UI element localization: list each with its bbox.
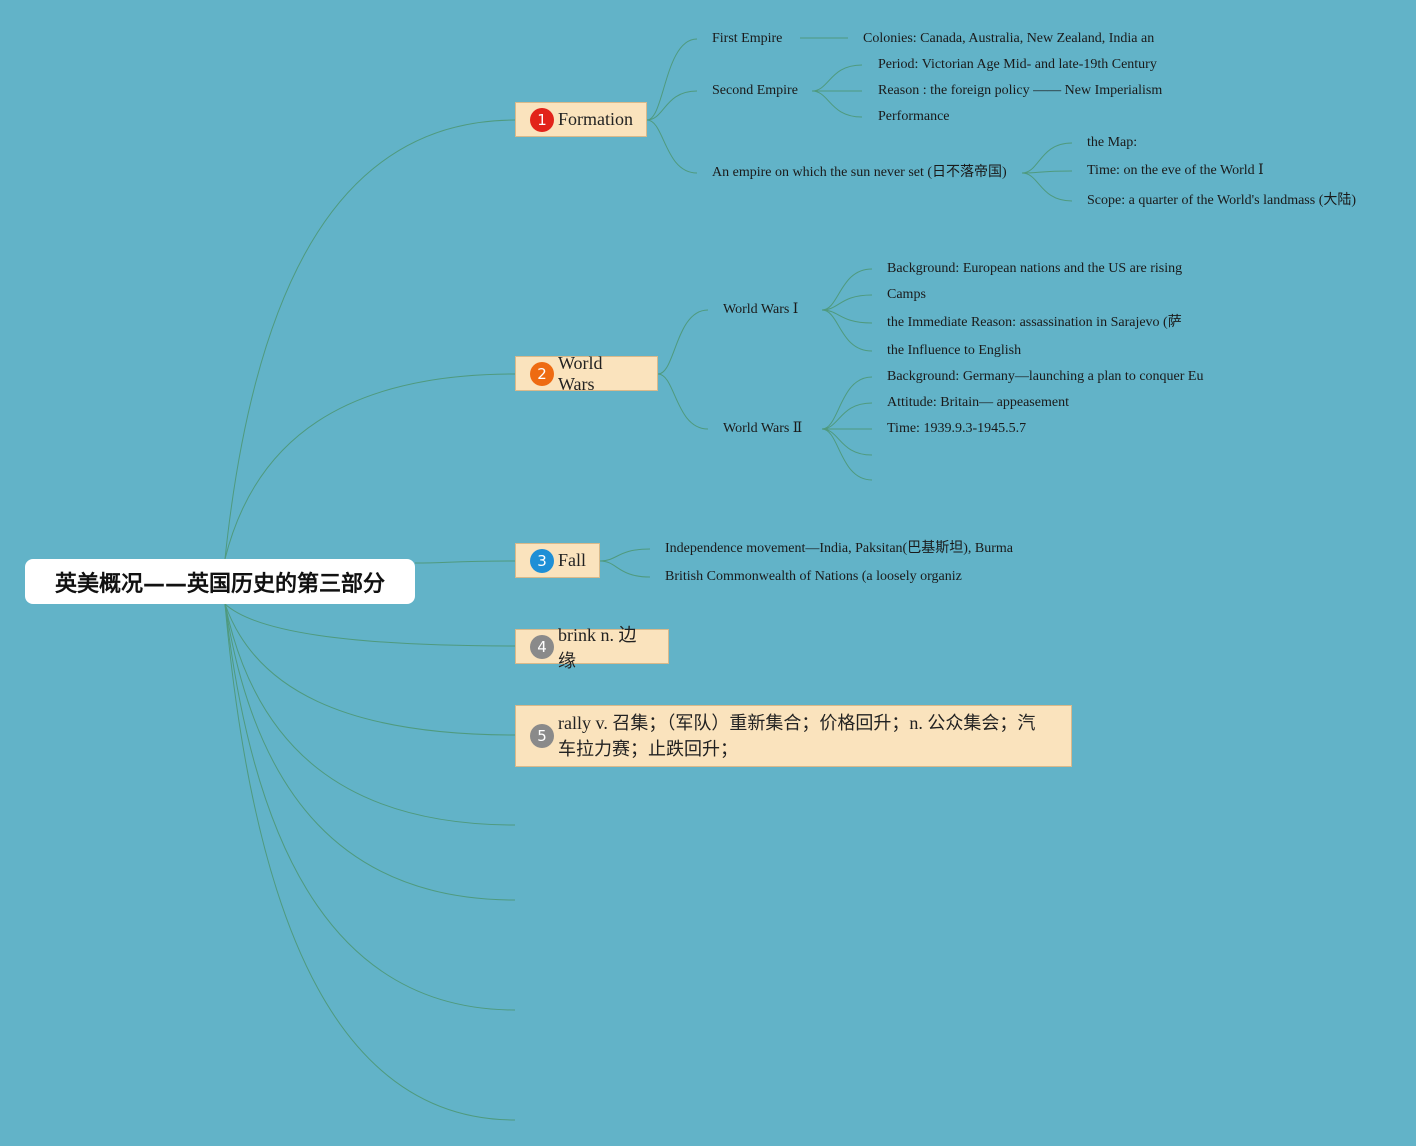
root-branch-line [224, 603, 516, 826]
ww2-branch-line [821, 402, 873, 430]
root-branch-line [224, 603, 516, 1121]
world-wars-branch-line [657, 309, 709, 375]
root-branch-line [224, 119, 516, 560]
number-badge-icon: 3 [530, 548, 554, 573]
second-empire-branch-line [811, 90, 863, 118]
formation-branch-line [646, 90, 698, 121]
node-reason[interactable]: Reason : the foreign policy —— New Imper… [878, 83, 1163, 98]
number-badge-icon: 5 [530, 724, 554, 748]
topic-label: rally v. 召集；（军队）重新集合；价格回升；n. 公众集会；汽车拉力赛；… [558, 713, 1036, 759]
fall-branch-line [599, 548, 651, 562]
node-ww1-background[interactable]: Background: European nations and the US … [887, 261, 1183, 276]
topic-rally[interactable]: 5 rally v. 召集；（军队）重新集合；价格回升；n. 公众集会；汽车拉力… [515, 705, 1072, 767]
root-branch-line [224, 603, 516, 647]
sun-never-set-branch-line [1021, 170, 1073, 174]
sun-never-set-branch-line [1021, 172, 1073, 202]
node-ww2[interactable]: World Wars Ⅱ [723, 421, 803, 436]
node-commonwealth[interactable]: British Commonwealth of Nations (a loose… [665, 569, 962, 584]
root-branch-line [224, 603, 516, 1011]
number-badge-icon: 4 [530, 634, 554, 659]
ww1-branch-line [821, 268, 873, 311]
ww1-branch-line [821, 309, 873, 352]
node-time[interactable]: Time: on the eve of the World Ⅰ [1087, 163, 1264, 178]
topic-label: brink n. 边缘 [558, 624, 637, 671]
root-topic[interactable]: 英美概况——英国历史的第三部分 [25, 559, 415, 604]
node-first-empire[interactable]: First Empire [712, 31, 783, 46]
node-ww1-influence[interactable]: the Influence to English [887, 343, 1022, 358]
topic-formation[interactable]: 1 Formation [515, 102, 647, 137]
node-ww2-background[interactable]: Background: Germany—launching a plan to … [887, 369, 1204, 384]
topic-world-wars[interactable]: 2 World Wars [515, 353, 658, 394]
node-map[interactable]: the Map: [1087, 135, 1138, 150]
node-colonies[interactable]: Colonies: Canada, Australia, New Zealand… [863, 31, 1155, 46]
node-ww2-attitude[interactable]: Attitude: Britain— appeasement [887, 395, 1069, 410]
root-branch-line [224, 603, 516, 901]
number-badge-icon: 1 [530, 107, 554, 132]
node-second-empire[interactable]: Second Empire [712, 83, 798, 98]
node-ww1-reason[interactable]: the Immediate Reason: assassination in S… [887, 315, 1182, 330]
ww2-branch-line [821, 428, 873, 481]
node-ww1-camps[interactable]: Camps [887, 287, 926, 302]
second-empire-branch-line [811, 64, 863, 92]
root-branch-line [414, 560, 516, 564]
node-ww2-time[interactable]: Time: 1939.9.3-1945.5.7 [887, 421, 1027, 436]
formation-branch-line [646, 119, 698, 174]
ww1-branch-line [821, 309, 873, 324]
node-ww1[interactable]: World Wars Ⅰ [723, 302, 799, 317]
world-wars-branch-line [657, 373, 709, 430]
number-badge-icon: 2 [530, 361, 554, 386]
formation-branch-line [646, 38, 698, 121]
topic-label: World Wars [558, 352, 603, 394]
node-sun-never-set[interactable]: An empire on which the sun never set (日不… [712, 165, 1007, 180]
node-independence[interactable]: Independence movement—India, Paksitan(巴基… [665, 541, 1013, 556]
topic-brink[interactable]: 4 brink n. 边缘 [515, 625, 669, 671]
fall-branch-line [599, 560, 651, 578]
ww2-branch-line [821, 376, 873, 430]
topic-fall[interactable]: 3 Fall [515, 543, 600, 578]
node-scope[interactable]: Scope: a quarter of the World's landmass… [1087, 193, 1357, 208]
node-performance[interactable]: Performance [878, 109, 950, 124]
root-branch-line [224, 373, 516, 560]
ww1-branch-line [821, 294, 873, 311]
sun-never-set-branch-line [1021, 142, 1073, 174]
topic-label: Fall [558, 550, 587, 570]
topic-label: Formation [558, 109, 633, 129]
root-branch-line [224, 603, 516, 736]
node-period[interactable]: Period: Victorian Age Mid- and late-19th… [878, 57, 1157, 72]
